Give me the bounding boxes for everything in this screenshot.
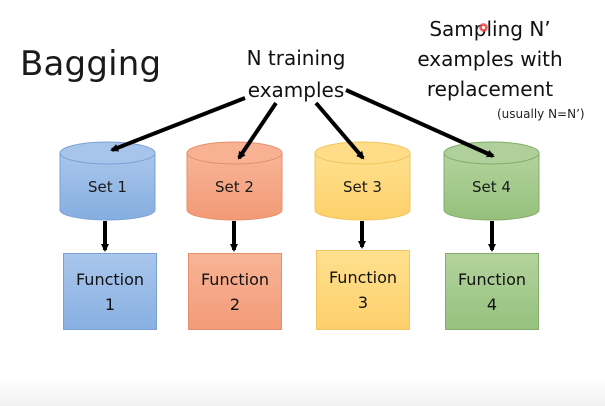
source-label-line-2: examples <box>247 78 345 102</box>
function-2-number: 2 <box>229 294 241 314</box>
cylinder-set-1: Set 1 <box>59 141 156 221</box>
sampling-label-line-3: replacement <box>426 77 554 101</box>
function-box-4: Function 4 <box>445 253 539 330</box>
cylinder-set-2: Set 2 <box>186 141 283 221</box>
slide-title: Bagging <box>20 44 162 84</box>
source-label-line-1: N training <box>246 46 346 70</box>
function-3-number: 3 <box>357 293 369 312</box>
arrow-source-to-set-3 <box>314 101 365 160</box>
set-3-label: Set 3 <box>343 178 382 196</box>
cylinder-set-3: Set 3 <box>314 141 411 221</box>
function-1-label: Function <box>75 269 145 289</box>
function-4-label: Function <box>457 269 527 289</box>
sampling-label: Sampling N’ examples with replacement <box>410 14 570 104</box>
set-1-label: Set 1 <box>88 178 127 196</box>
function-1-number: 1 <box>104 294 116 314</box>
function-4-number: 4 <box>486 294 498 314</box>
sampling-label-line-2: examples with <box>417 47 563 71</box>
laser-pointer-dot <box>479 23 488 32</box>
arrow-source-to-set-1 <box>110 96 246 152</box>
sampling-note: (usually N=N’) <box>497 107 585 121</box>
sampling-label-line-1: Sampling N’ <box>429 17 551 41</box>
function-box-2: Function 2 <box>188 253 282 330</box>
function-box-1: Function 1 <box>63 253 157 330</box>
set-4-label: Set 4 <box>472 178 511 196</box>
arrow-source-to-set-2 <box>237 101 278 160</box>
function-2-label: Function <box>200 269 270 289</box>
function-3-label: Function <box>328 268 398 287</box>
arrow-source-to-set-4 <box>345 88 495 158</box>
source-label: N training examples <box>222 42 370 106</box>
set-2-label: Set 2 <box>215 178 254 196</box>
cylinder-set-4: Set 4 <box>443 141 540 221</box>
function-box-3: Function 3 <box>316 250 410 330</box>
